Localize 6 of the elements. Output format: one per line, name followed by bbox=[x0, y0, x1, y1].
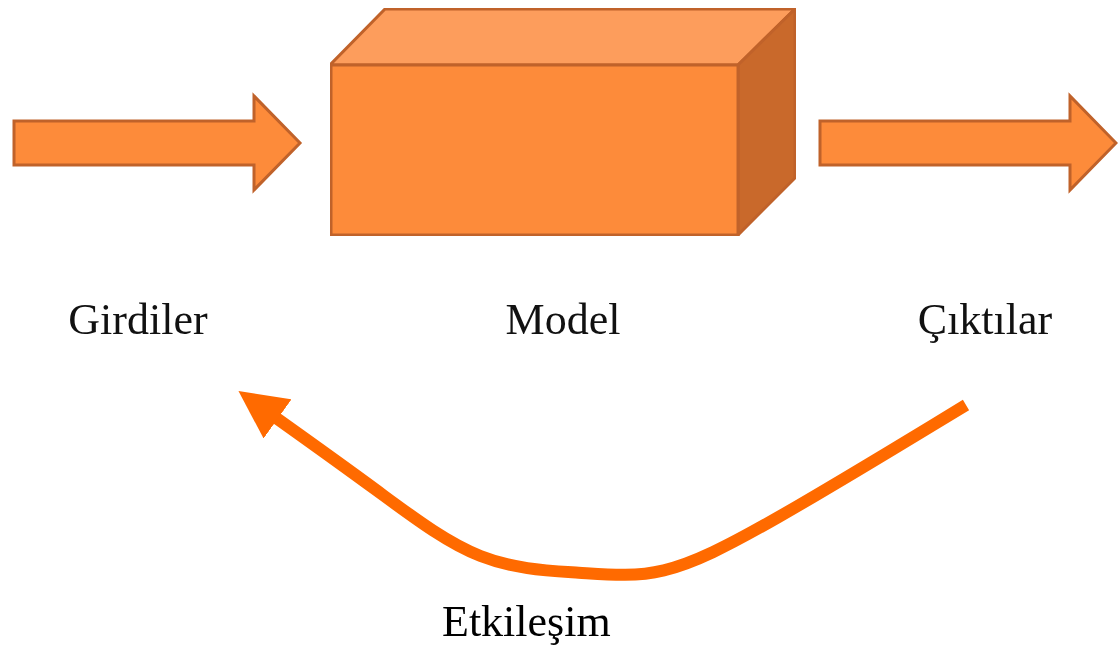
block-arrow bbox=[818, 92, 1118, 194]
curved-arrow bbox=[238, 391, 970, 581]
flow-label: Çıktılar bbox=[916, 298, 1054, 342]
box-label: Model bbox=[504, 298, 622, 342]
block-arrow bbox=[12, 92, 303, 194]
flow-label: Girdiler bbox=[67, 298, 209, 342]
